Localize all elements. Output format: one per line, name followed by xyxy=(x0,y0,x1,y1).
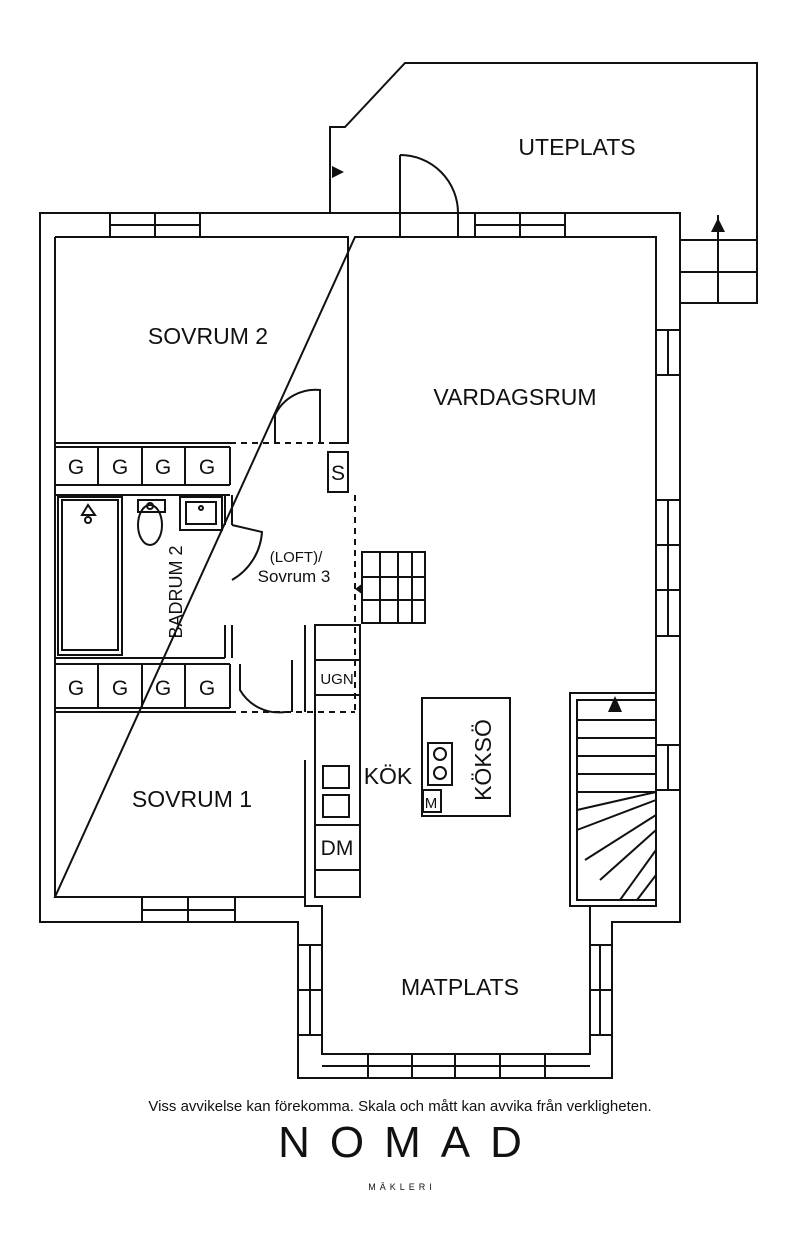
kitchen-appliance xyxy=(322,765,350,789)
label-mikro: M xyxy=(425,795,438,812)
brand-subtitle: MÄKLERI xyxy=(368,1182,436,1192)
label-garderob: G xyxy=(112,456,128,479)
door-sovrum2 xyxy=(274,388,321,443)
toilet xyxy=(137,499,166,513)
arrow-icon xyxy=(608,696,622,712)
kitchen-island xyxy=(421,697,511,817)
window xyxy=(474,213,566,237)
window xyxy=(322,1054,590,1078)
label-sovrum1: SOVRUM 1 xyxy=(132,786,252,812)
window xyxy=(656,499,680,637)
arrow-icon xyxy=(332,166,344,178)
inner-wall xyxy=(53,236,657,1055)
terrace-door xyxy=(399,154,459,214)
label-uteplats: UTEPLATS xyxy=(518,134,635,160)
door-badrum xyxy=(231,524,264,581)
arrow-icon xyxy=(711,218,725,232)
kitchen-counter xyxy=(314,624,361,898)
inner-stair xyxy=(361,551,426,624)
window xyxy=(590,944,612,1036)
label-sovrum3: Sovrum 3 xyxy=(258,567,331,586)
wardrobes-top xyxy=(55,447,231,486)
wardrobes-bottom xyxy=(97,664,231,708)
label-ugn: UGN xyxy=(320,671,353,688)
window xyxy=(298,944,322,1036)
label-matplats: MATPLATS xyxy=(401,974,519,1000)
brand-logo: NOMAD xyxy=(278,1118,542,1167)
floor-plan: UTEPLATS SOVRUM 2 VARDAGSRUM (LOFT)/ Sov… xyxy=(39,62,758,1079)
mikro xyxy=(422,789,442,813)
label-stad: S xyxy=(331,462,345,485)
disclaimer-text: Viss avvikelse kan förekomma. Skala och … xyxy=(148,1098,652,1115)
arrow-icon xyxy=(355,583,363,595)
stad-cabinet xyxy=(327,451,349,493)
label-kokso: KÖKSÖ xyxy=(470,719,496,801)
kitchen-appliance xyxy=(322,794,350,818)
main-staircase xyxy=(569,692,657,907)
label-garderob: G xyxy=(68,456,84,479)
label-badrum2: BADRUM 2 xyxy=(166,545,186,638)
label-vardagsrum: VARDAGSRUM xyxy=(433,384,596,410)
label-loft: (LOFT)/ xyxy=(270,549,323,566)
label-garderob: G xyxy=(199,677,215,700)
bathtub xyxy=(57,496,123,656)
cooktop xyxy=(427,742,453,786)
label-sovrum2: SOVRUM 2 xyxy=(148,323,268,349)
outer-wall xyxy=(39,212,681,1079)
terrace-outline xyxy=(329,62,758,304)
window xyxy=(141,897,236,922)
sink xyxy=(179,496,223,531)
label-garderob: G xyxy=(68,677,84,700)
label-garderob: G xyxy=(112,677,128,700)
label-garderob: G xyxy=(199,456,215,479)
label-kok: KÖK xyxy=(364,763,413,789)
label-garderob: G xyxy=(155,677,171,700)
label-dm: DM xyxy=(321,837,354,860)
window xyxy=(656,329,680,376)
window xyxy=(109,213,201,237)
window xyxy=(656,744,680,791)
door-sovrum1 xyxy=(239,660,293,714)
label-garderob: G xyxy=(155,456,171,479)
